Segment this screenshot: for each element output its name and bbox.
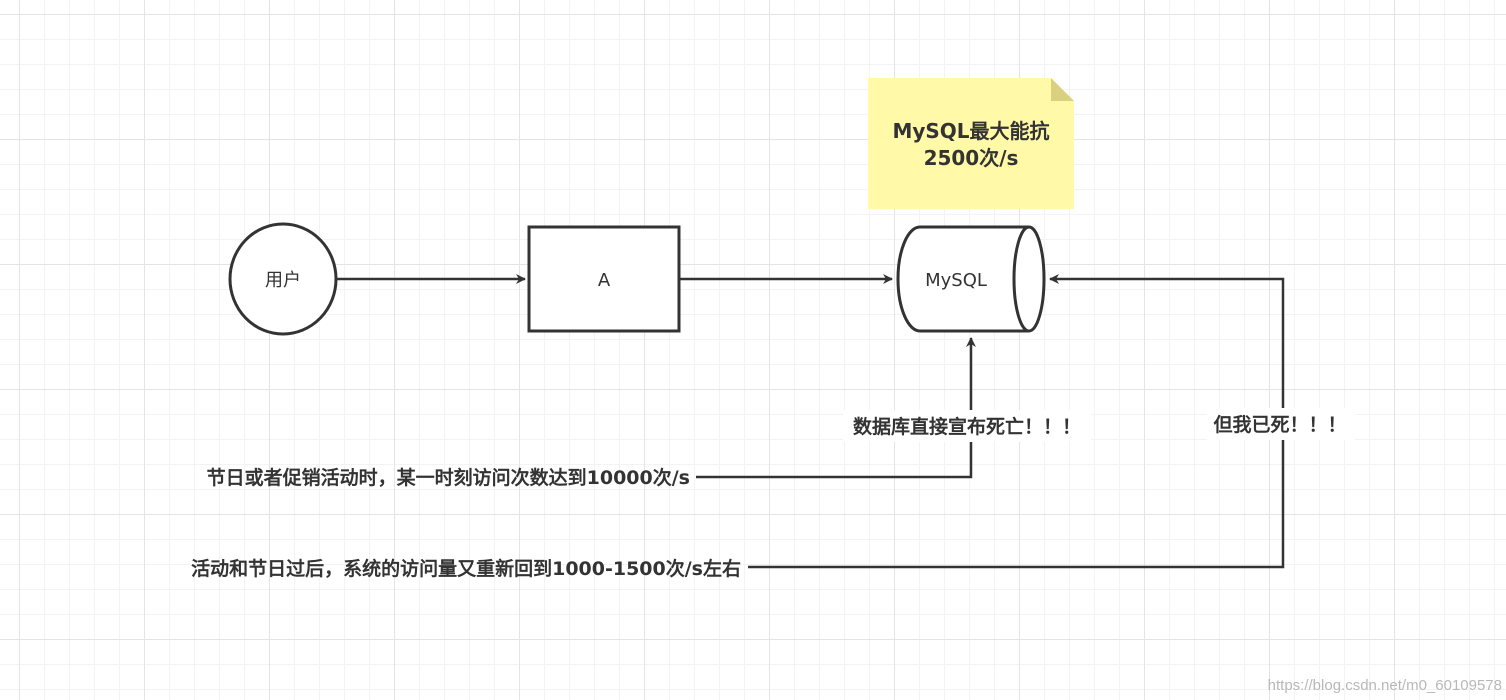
peak-traffic-label: 节日或者促销活动时，某一时刻访问次数达到10000次/s <box>207 466 690 489</box>
database-node[interactable]: MySQL <box>896 225 1046 333</box>
server-node[interactable]: A <box>527 225 681 333</box>
watermark-text: https://blog.csdn.net/m0_60109578 <box>1267 677 1502 694</box>
database-node-label: MySQL <box>925 270 987 291</box>
after-traffic-label: 活动和节日过后，系统的访问量又重新回到1000-1500次/s左右 <box>191 557 741 580</box>
user-node[interactable]: 用户 <box>228 222 338 336</box>
db-dead-label: 数据库直接宣布死亡！！！ <box>853 415 1081 438</box>
server-node-label: A <box>598 270 611 291</box>
sticky-note[interactable]: MySQL最大能抗 2500次/s <box>868 78 1074 209</box>
note-line-2: 2500次/s <box>924 146 1019 170</box>
user-node-label: 用户 <box>265 270 301 291</box>
still-dead-label-bg <box>1207 408 1355 440</box>
db-dead-label-bg <box>843 410 1091 442</box>
still-dead-label: 但我已死！！！ <box>1213 413 1346 436</box>
edge-peak-traffic[interactable] <box>696 337 976 479</box>
note-line-1: MySQL最大能抗 <box>892 119 1049 143</box>
